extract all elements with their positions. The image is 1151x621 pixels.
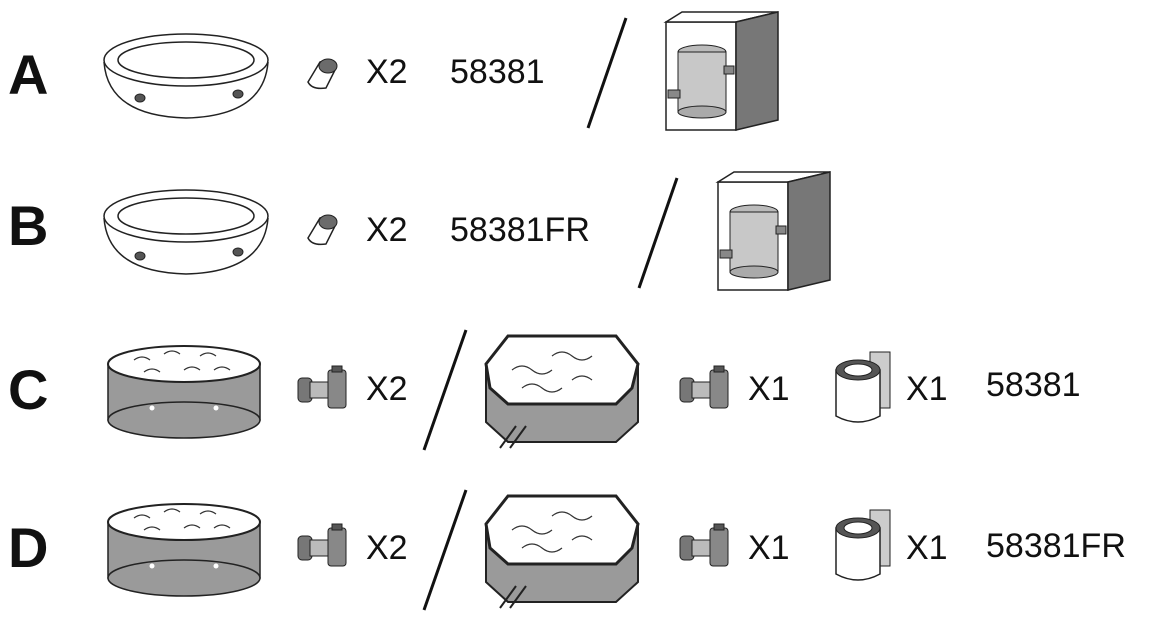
hose-adapter-icon [304,212,340,248]
strainer-valve-icon [296,365,352,414]
filter-pump-box-illustration [663,10,782,132]
quantity-label: X1 [906,370,948,408]
inflatable-pool-illustration [98,184,273,279]
divider-slash [637,176,679,290]
row-d: D X2 [0,470,1151,621]
quantity-label: X2 [366,370,408,408]
row-c: C X2 [0,310,1151,470]
divider-slash [422,488,468,612]
model-number: 58381 [450,53,545,91]
quantity-label: X1 [906,529,948,567]
strainer-valve-icon [678,365,734,414]
quantity-label: X1 [748,370,790,408]
divider-slash [422,328,468,452]
quantity-label: X1 [748,529,790,567]
filter-pump-box-illustration [715,170,834,292]
hose-adapter-icon [304,56,340,92]
round-frame-pool-illustration [104,500,264,600]
skimmer-icon [830,350,896,430]
inflatable-pool-illustration [98,28,273,123]
quantity-label: X2 [366,53,408,91]
strainer-valve-icon [678,523,734,572]
row-b: B X2 58381FR [0,160,1151,310]
row-letter: A [8,43,49,106]
strainer-valve-icon [296,523,352,572]
oval-frame-pool-illustration [482,490,642,612]
divider-slash [586,16,628,130]
round-frame-pool-illustration [104,342,264,442]
model-number: 58381FR [986,527,1126,565]
row-letter: B [8,194,49,257]
model-number: 58381 [986,366,1081,404]
row-a: A X2 58381 [0,0,1151,160]
model-number: 58381FR [450,211,590,249]
quantity-label: X2 [366,211,408,249]
quantity-label: X2 [366,529,408,567]
skimmer-icon [830,508,896,588]
row-letter: C [8,358,49,421]
row-letter: D [8,516,49,579]
oval-frame-pool-illustration [482,330,642,452]
